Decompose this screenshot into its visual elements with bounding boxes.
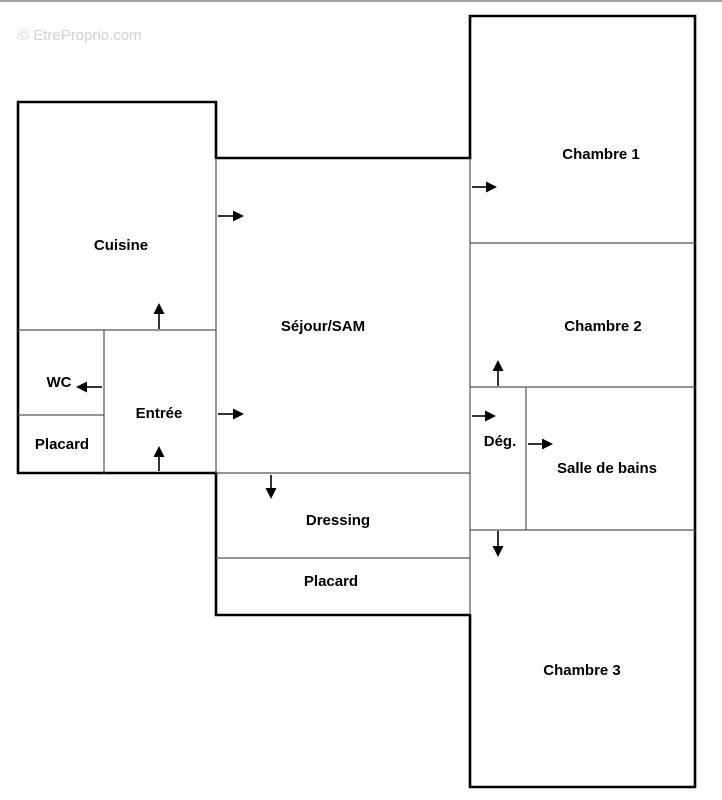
outer-wall-right-block: [214, 14, 697, 789]
room-label-placard-entree: Placard: [35, 436, 89, 453]
room-label-entree: Entrée: [136, 405, 183, 422]
door-arrow-dressing: [265, 475, 277, 499]
room-label-wc: WC: [47, 374, 72, 391]
room-label-placard-dressing: Placard: [304, 573, 358, 590]
room-label-dressing: Dressing: [306, 512, 370, 529]
room-label-salle-de-bains: Salle de bains: [557, 460, 657, 477]
door-arrow-wc: [76, 381, 102, 393]
door-arrow-kitchen: [153, 303, 165, 329]
door-arrow-bath: [528, 438, 553, 450]
door-arrow-sejour-entree: [218, 408, 244, 420]
room-label-deg: Dég.: [484, 433, 517, 450]
outer-wall-left-block: [16, 100, 472, 475]
room-label-sejour: Séjour/SAM: [281, 318, 365, 335]
door-arrow-sejour-top: [218, 210, 244, 222]
door-arrow-chambre3: [492, 531, 504, 557]
door-arrow-chambre2: [492, 360, 504, 386]
room-label-cuisine: Cuisine: [94, 237, 148, 254]
watermark: © EtreProprio.com: [18, 27, 142, 44]
door-arrow-entrance: [153, 446, 165, 471]
room-label-chambre1: Chambre 1: [562, 146, 640, 163]
room-label-chambre2: Chambre 2: [564, 318, 642, 335]
room-label-chambre3: Chambre 3: [543, 662, 621, 679]
door-arrow-deg: [472, 410, 496, 422]
door-arrow-chambre1: [472, 181, 497, 193]
